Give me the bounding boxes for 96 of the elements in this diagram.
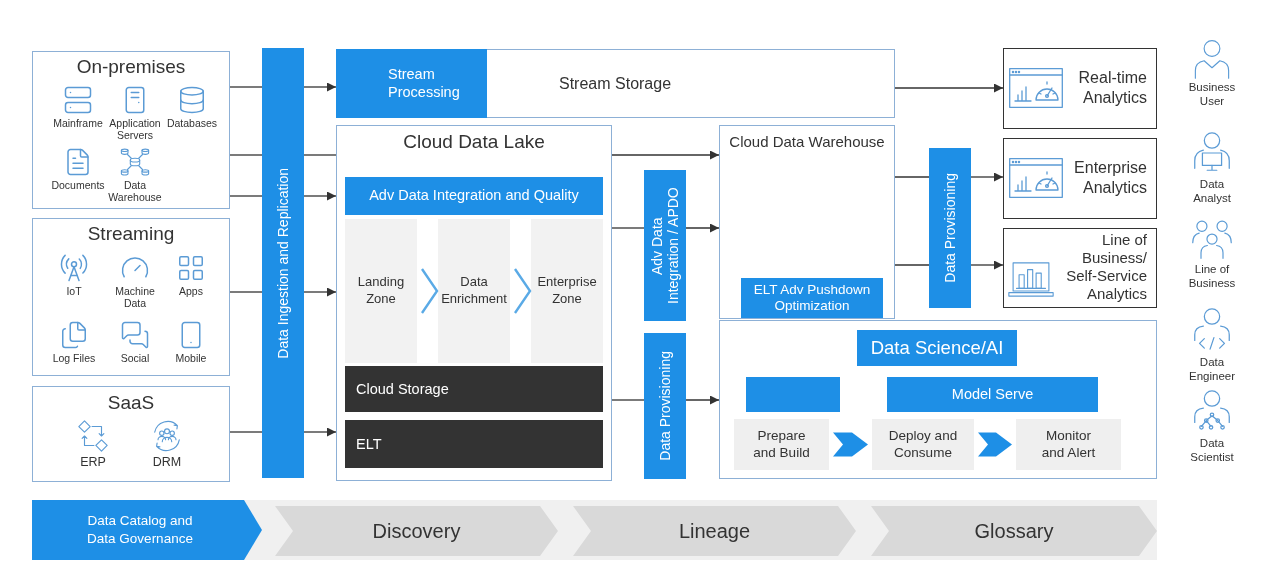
connector-line bbox=[303, 154, 337, 156]
analytics-box bbox=[1003, 228, 1157, 308]
process-band bbox=[262, 48, 304, 478]
band-label: Data Provisioning bbox=[941, 173, 959, 283]
process-box bbox=[887, 377, 1098, 412]
group-title: SaaS bbox=[107, 392, 155, 415]
heading-box bbox=[857, 330, 1017, 366]
step-label: Monitor and Alert bbox=[1040, 427, 1097, 462]
connector-line bbox=[894, 264, 930, 266]
analytics-label: Enterprise Analytics bbox=[1073, 157, 1147, 199]
arrow bbox=[303, 191, 337, 201]
box-label: Model Serve bbox=[951, 385, 1034, 404]
zone-label: Data Enrichment bbox=[440, 274, 508, 308]
source-label: Apps bbox=[179, 286, 203, 298]
source-label: Machine Data bbox=[114, 286, 156, 310]
bar-label: ELT bbox=[356, 436, 382, 452]
source-label: DRM bbox=[152, 456, 182, 470]
arrow bbox=[685, 223, 720, 233]
analytics-label: Line of Business/ Self-Service Analytics bbox=[1065, 231, 1147, 303]
platform-box bbox=[336, 125, 612, 481]
chevron-label: Lineage bbox=[678, 518, 751, 544]
band-label: Data Ingestion and Replication bbox=[274, 167, 292, 359]
zone-label: Landing Zone bbox=[356, 274, 406, 308]
process-box bbox=[336, 49, 487, 118]
process-box bbox=[345, 177, 603, 215]
source-label: Databases bbox=[166, 118, 218, 130]
source-label: Mainframe bbox=[53, 118, 103, 130]
box-label: ELT Adv Pushdown Optimization bbox=[752, 281, 872, 315]
arrow bbox=[303, 82, 337, 92]
zone-panel bbox=[531, 219, 603, 363]
source-group-box bbox=[32, 51, 230, 209]
chevron-step bbox=[32, 500, 262, 560]
connector-line bbox=[229, 291, 263, 293]
connector-line bbox=[229, 431, 263, 433]
connector-line bbox=[229, 86, 263, 88]
analytics-label: Real-time Analytics bbox=[1077, 67, 1147, 109]
band-label: Data Provisioning bbox=[656, 351, 674, 461]
source-label: Data Warehouse bbox=[107, 180, 163, 204]
connector-line bbox=[229, 195, 263, 197]
storage-bar bbox=[345, 366, 603, 412]
zone-label: Enterprise Zone bbox=[536, 274, 598, 308]
source-label: Application Servers bbox=[108, 118, 162, 142]
arrow bbox=[303, 427, 337, 437]
source-label: ERP bbox=[80, 456, 106, 470]
arrow bbox=[303, 287, 337, 297]
chevron-label: Data Catalog and Data Governance bbox=[86, 511, 194, 548]
source-label: Mobile bbox=[175, 353, 207, 365]
analytics-box bbox=[1003, 48, 1157, 129]
process-band bbox=[929, 148, 971, 308]
source-group-box bbox=[32, 386, 230, 482]
role-label: Line of Business bbox=[1187, 263, 1237, 291]
zone-panel bbox=[438, 219, 510, 363]
data-science-panel bbox=[719, 320, 1157, 479]
storage-bar bbox=[345, 420, 603, 468]
role-label: Data Engineer bbox=[1187, 356, 1236, 384]
arrow bbox=[611, 150, 720, 160]
process-box bbox=[746, 377, 840, 412]
analytics-box bbox=[1003, 138, 1157, 219]
chevron-arrow bbox=[833, 432, 868, 457]
arrow bbox=[970, 260, 1004, 270]
source-label: Log Files bbox=[52, 353, 96, 365]
step-label: Deploy and Consume bbox=[887, 427, 959, 462]
process-band bbox=[644, 170, 686, 321]
platform-box bbox=[719, 125, 895, 319]
group-title: Streaming bbox=[87, 223, 175, 246]
source-group-box bbox=[32, 218, 230, 376]
connector-line bbox=[894, 176, 930, 178]
chevron-label: Discovery bbox=[372, 518, 461, 544]
arrow bbox=[970, 172, 1004, 182]
role-label: Data Analyst bbox=[1192, 178, 1232, 206]
role-label: Business User bbox=[1187, 81, 1237, 109]
panel-title: Cloud Data Warehouse bbox=[729, 133, 885, 151]
arrow bbox=[685, 395, 720, 405]
box-label: Stream Processing bbox=[388, 66, 461, 101]
connector-line bbox=[611, 399, 645, 401]
box-label: Adv Data Integration and Quality bbox=[369, 187, 579, 205]
connector-line bbox=[229, 154, 263, 156]
group-title: On-premises bbox=[76, 56, 186, 79]
step-label: Prepare and Build bbox=[752, 427, 811, 462]
band-label: Adv Data Integration / APDO bbox=[648, 186, 682, 306]
bar-label: Cloud Storage bbox=[356, 381, 449, 397]
source-label: Documents bbox=[51, 180, 105, 192]
box-label: Stream Storage bbox=[559, 74, 672, 93]
chevron-arrow bbox=[978, 432, 1012, 457]
source-label: Social bbox=[120, 353, 150, 365]
chevron-step bbox=[871, 506, 1157, 556]
chevron-label: Glossary bbox=[974, 518, 1054, 544]
role-label: Data Scientist bbox=[1189, 437, 1235, 465]
source-label: IoT bbox=[66, 286, 82, 298]
process-band bbox=[644, 333, 686, 479]
panel-title: Cloud Data Lake bbox=[403, 131, 545, 154]
storage-box bbox=[336, 49, 895, 118]
arrow bbox=[894, 83, 1004, 93]
box-label: Data Science/AI bbox=[870, 336, 1004, 360]
process-box bbox=[741, 278, 883, 318]
connector-line bbox=[611, 227, 645, 229]
